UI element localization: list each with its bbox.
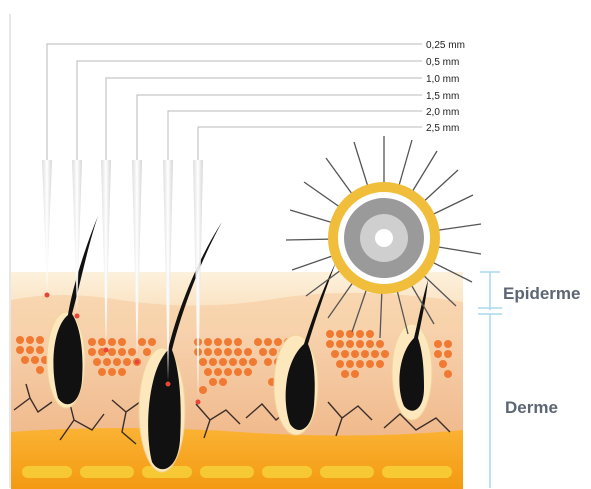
- needle-length-label: 1,0 mm: [426, 74, 459, 85]
- depth-bracket: [478, 272, 502, 488]
- fat-layer: [11, 428, 463, 489]
- needle-length-label: 0,5 mm: [426, 57, 459, 68]
- fat-cells: [22, 466, 452, 478]
- leader-lines: [47, 44, 422, 160]
- dermis-label: Derme: [505, 398, 558, 417]
- needle-length-label: 2,0 mm: [426, 107, 459, 118]
- needle-length-label: 1,5 mm: [426, 91, 459, 102]
- epidermis-label: Epiderme: [503, 284, 580, 303]
- roller-hub: [375, 229, 393, 247]
- needle-length-label: 0,25 mm: [426, 40, 465, 51]
- needle-length-label: 2,5 mm: [426, 123, 459, 134]
